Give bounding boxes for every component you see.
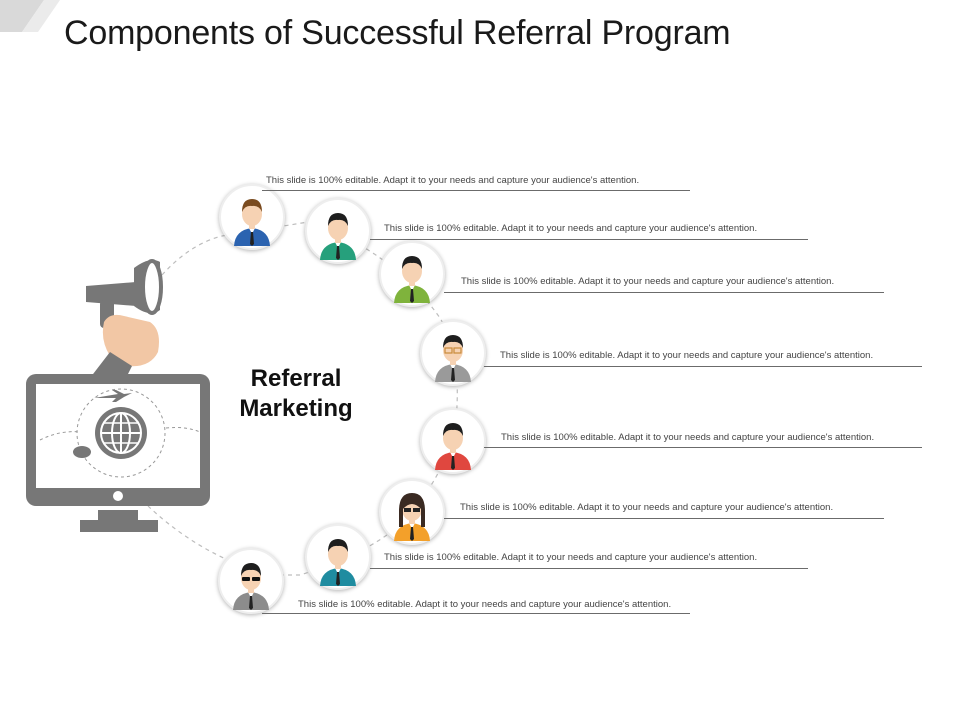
person-avatar-icon — [219, 184, 285, 250]
person-avatar-icon — [305, 198, 371, 264]
center-label: Referral Marketing — [216, 364, 376, 424]
node-description: This slide is 100% editable. Adapt it to… — [460, 502, 834, 513]
node-underline — [444, 518, 884, 519]
node-description: This slide is 100% editable. Adapt it to… — [501, 432, 875, 443]
node-underline — [484, 366, 922, 367]
node-description: This slide is 100% editable. Adapt it to… — [384, 223, 758, 234]
person-avatar-icon — [218, 548, 284, 614]
node-underline — [370, 239, 808, 240]
airplane-icon — [94, 390, 132, 402]
person-avatar-icon — [420, 320, 486, 386]
node-description: This slide is 100% editable. Adapt it to… — [298, 599, 672, 610]
node-underline — [484, 447, 922, 448]
person-avatar-icon — [420, 408, 486, 474]
corner-decoration — [0, 0, 80, 40]
center-label-line-1: Referral — [250, 365, 342, 392]
node-description: This slide is 100% editable. Adapt it to… — [461, 276, 835, 287]
node-description: This slide is 100% editable. Adapt it to… — [500, 350, 874, 361]
person-avatar-icon — [305, 524, 371, 590]
node-underline — [262, 190, 690, 191]
node-underline — [444, 292, 884, 293]
node-description: This slide is 100% editable. Adapt it to… — [266, 175, 640, 186]
node-underline — [370, 568, 808, 569]
node-underline — [262, 613, 690, 614]
person-avatar-icon — [379, 479, 445, 545]
node-description: This slide is 100% editable. Adapt it to… — [384, 552, 758, 563]
person-avatar-icon — [379, 241, 445, 307]
slide-title: Components of Successful Referral Progra… — [64, 14, 731, 52]
globe-icon — [39, 388, 201, 478]
center-label-line-2: Marketing — [239, 395, 353, 422]
